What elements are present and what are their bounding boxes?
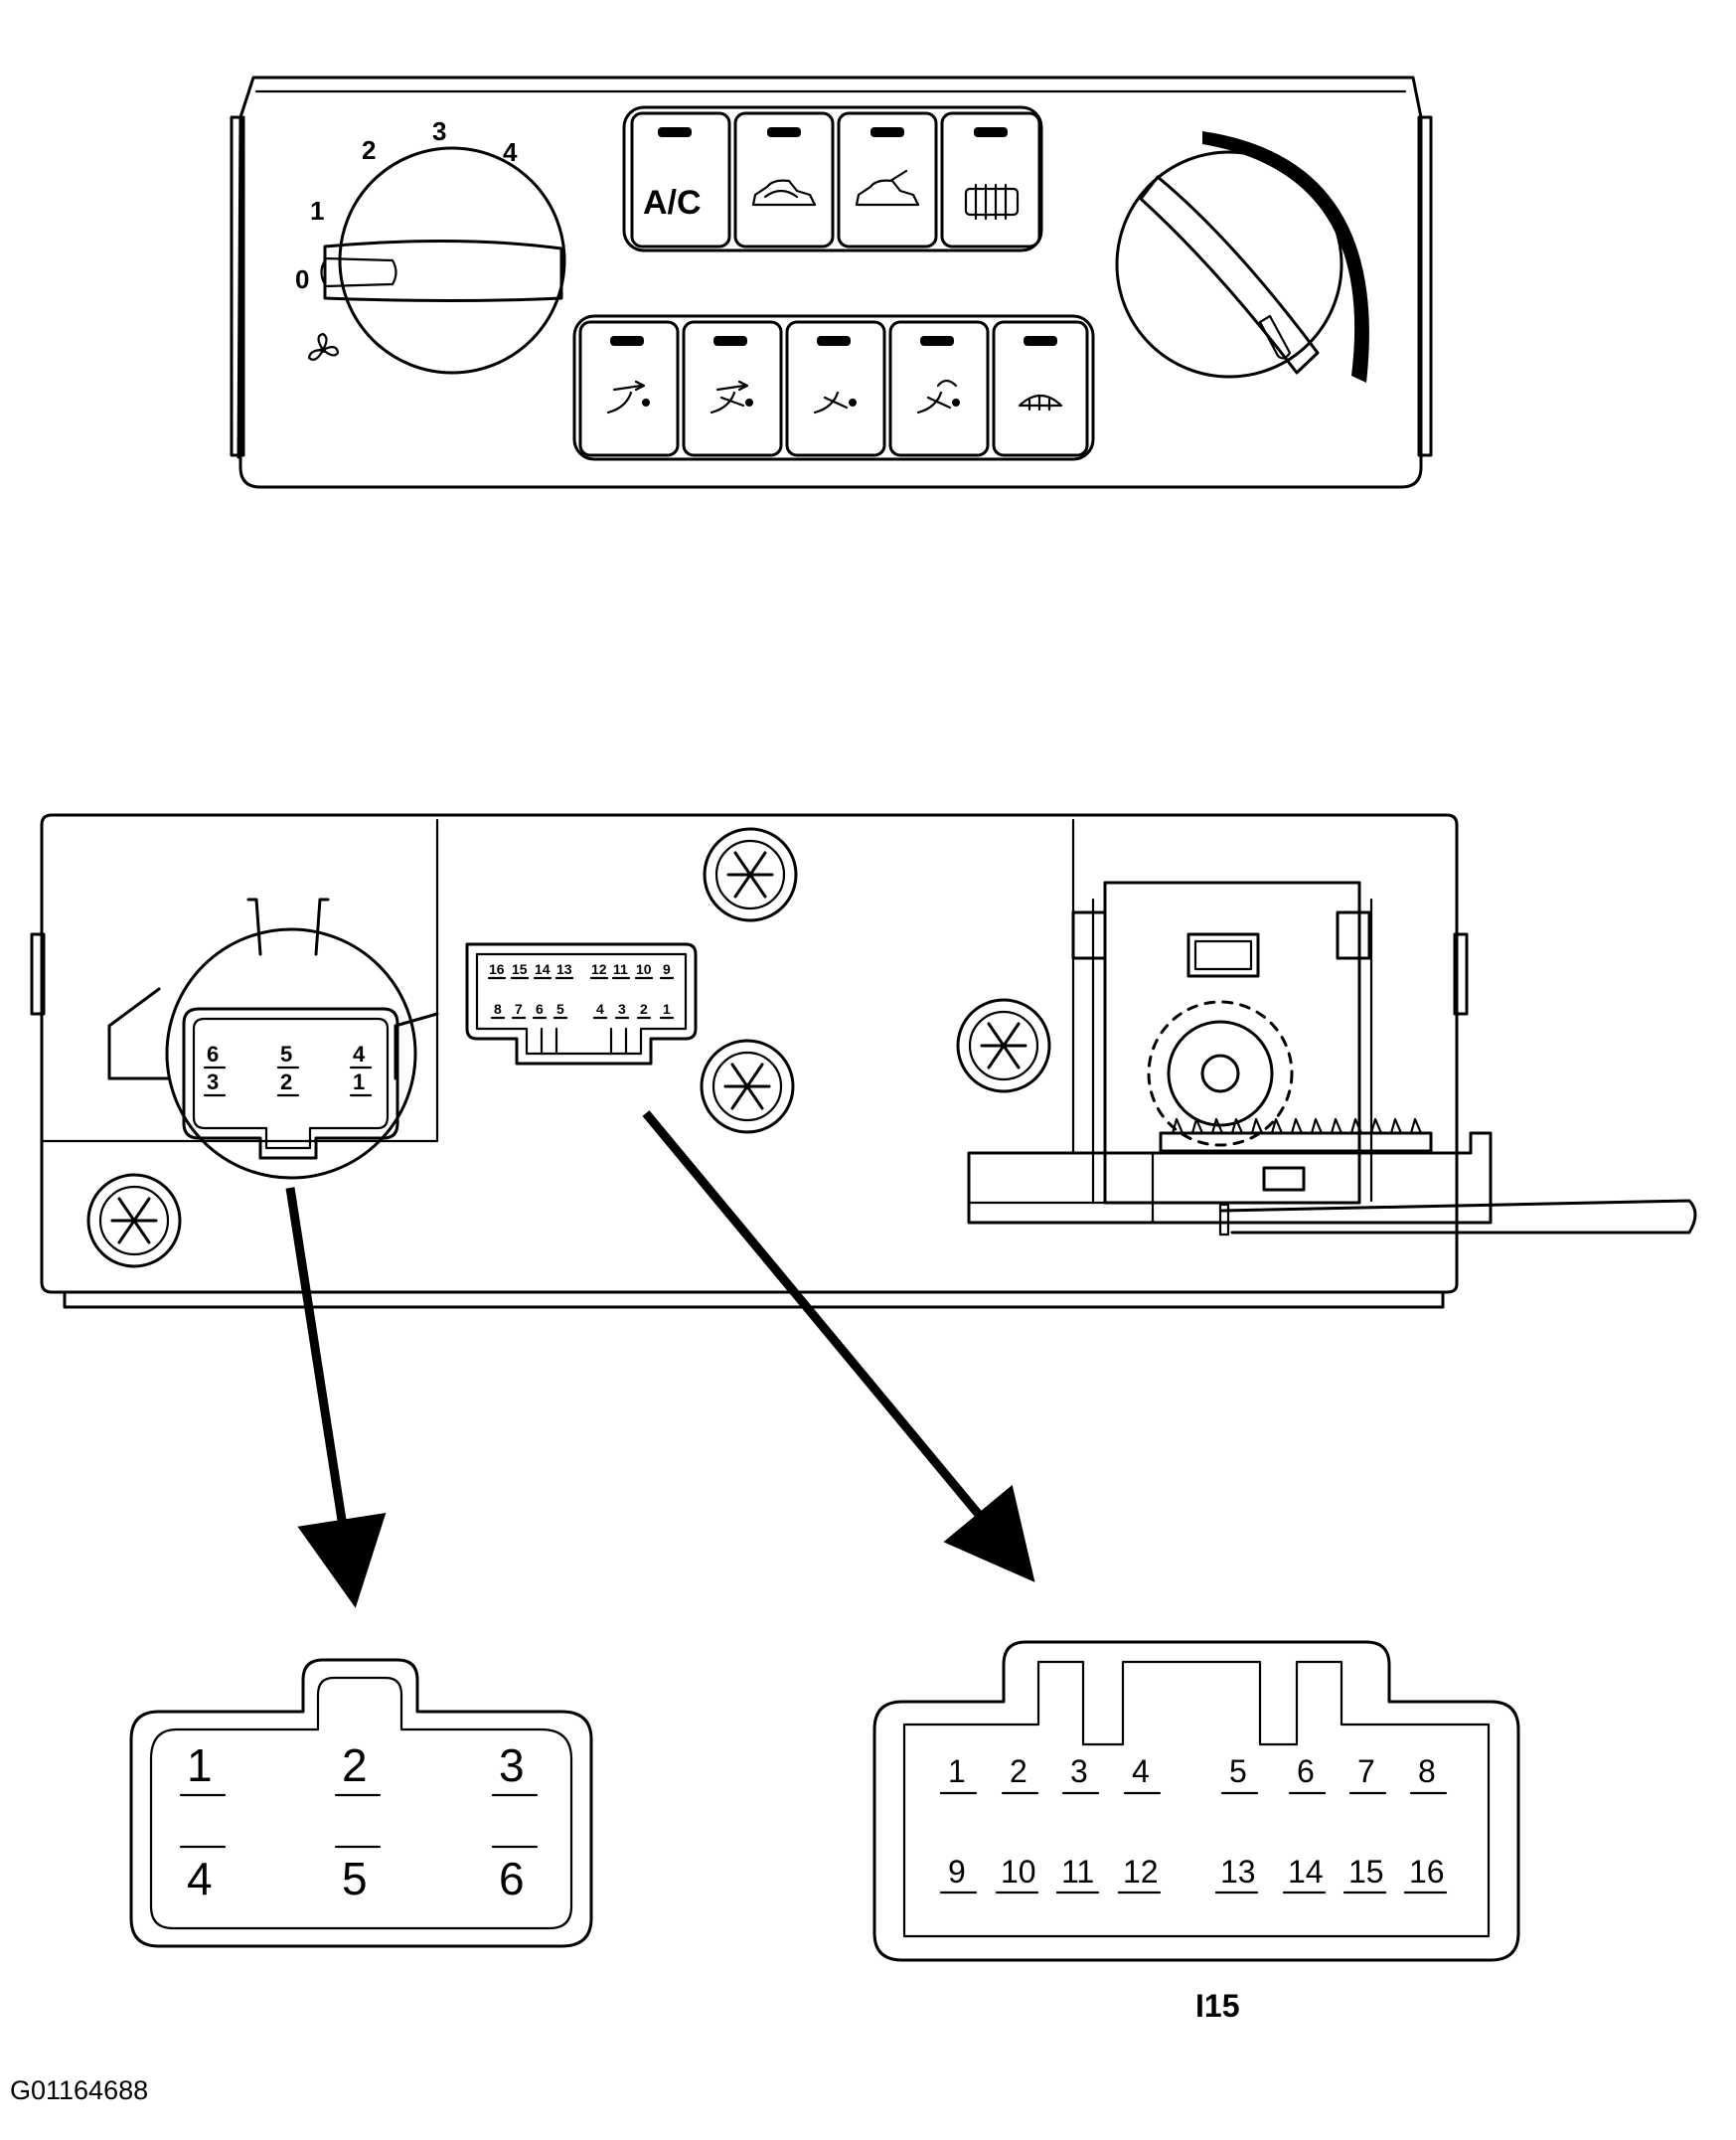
pin-label: 6: [499, 1853, 525, 1904]
pin-label: 6: [536, 1001, 544, 1017]
pin-label: 1: [187, 1739, 213, 1791]
pin-label: 1: [663, 1001, 671, 1017]
rear-defrost-icon: [964, 187, 1020, 217]
vent-bilevel-icon: [710, 380, 749, 414]
pin-label: 5: [1229, 1753, 1247, 1789]
fan-speed-knob[interactable]: [320, 146, 566, 375]
front-control-panel: 0 1 2 3 4 A/C: [230, 76, 1433, 489]
ac-button-label: A/C: [643, 184, 702, 222]
pin-label: 3: [618, 1001, 626, 1017]
actuator-mechanism: [967, 881, 1697, 1236]
pin-label: 15: [1348, 1854, 1384, 1890]
connector-id: I15: [1195, 1988, 1240, 2024]
pin-label: 2: [342, 1739, 368, 1791]
fresh-air-icon: [855, 169, 920, 207]
fan-icon: [307, 332, 340, 361]
pin-label: 1: [353, 1070, 365, 1094]
pin-label: 13: [1220, 1854, 1256, 1890]
pin-label: 11: [613, 961, 628, 977]
front-defrost-icon: [1018, 394, 1063, 412]
pin-label: 12: [591, 961, 607, 977]
pin-label: 2: [640, 1001, 648, 1017]
pin-label: 6: [1297, 1753, 1315, 1789]
vent-floor-icon: [813, 391, 849, 414]
pin-label: 2: [280, 1070, 292, 1094]
rear-defrost-button[interactable]: [940, 111, 1041, 248]
fan-speed-label: 4: [503, 137, 518, 167]
arrow-to-16pin: [642, 1110, 1035, 1582]
ac-button[interactable]: A/C: [630, 111, 731, 248]
pin-label: 10: [636, 961, 652, 977]
pin-label: 15: [512, 961, 528, 977]
mode-button-floor[interactable]: [785, 320, 886, 457]
rear-control-panel: 6 5 4 3 2 1 16 15 14 13 12 11 10 9 8 7: [30, 813, 1697, 1309]
pin-label: 9: [663, 961, 671, 977]
pin-label: 4: [353, 1042, 366, 1067]
pin-label: 16: [489, 961, 505, 977]
fan-speed-label: 2: [362, 135, 376, 165]
pin-label: 14: [1288, 1854, 1324, 1890]
pin-label: 7: [1357, 1753, 1375, 1789]
pin-label: 9: [948, 1854, 966, 1890]
arrow-to-6pin: [285, 1187, 387, 1608]
pin-label: 12: [1123, 1854, 1159, 1890]
recirculation-icon: [751, 179, 817, 207]
pin-label: 3: [207, 1070, 219, 1094]
pin-label: 16: [1409, 1854, 1445, 1890]
connector-6pin: 1 2 3 4 5 6: [129, 1658, 593, 1948]
pin-label: 7: [515, 1001, 523, 1017]
pin-label: 4: [187, 1853, 213, 1904]
recirculation-button[interactable]: [733, 111, 835, 248]
figure-code: G01164688: [10, 2075, 149, 2105]
pin-label: 13: [556, 961, 572, 977]
pin-label: 5: [280, 1042, 292, 1067]
vent-floor-defrost-icon: [916, 379, 958, 414]
mode-button-face[interactable]: [578, 320, 680, 457]
temperature-knob[interactable]: [1115, 131, 1369, 383]
pin-label: 6: [207, 1042, 219, 1067]
vent-face-icon: [606, 380, 646, 414]
fan-speed-label: 0: [295, 264, 309, 294]
mode-button-floor-defrost[interactable]: [888, 320, 990, 457]
fan-speed-label: 1: [310, 196, 324, 226]
pin-label: 10: [1001, 1854, 1036, 1890]
fan-speed-label: 3: [432, 116, 446, 146]
gear-icon: [1147, 1000, 1294, 1147]
mode-button-bilevel[interactable]: [682, 320, 783, 457]
pin-label: 2: [1010, 1753, 1027, 1789]
small-connector-face-top-row: 6 5 4: [207, 1042, 366, 1067]
pin-label: 11: [1061, 1854, 1094, 1890]
pin-label: 8: [1418, 1753, 1436, 1789]
pin-label: 8: [494, 1001, 502, 1017]
large-connector-face-top-row: 16 15 14 13 12 11 10 9: [489, 961, 671, 977]
pin-label: 4: [1132, 1753, 1150, 1789]
pin-label: 5: [556, 1001, 564, 1017]
pin-label: 4: [596, 1001, 604, 1017]
screw-icon: [700, 1039, 795, 1134]
front-defrost-button[interactable]: [992, 320, 1089, 457]
screw-icon: [86, 1173, 182, 1268]
pin-label: 1: [948, 1753, 966, 1789]
pin-label: 5: [342, 1853, 368, 1904]
screw-icon: [703, 827, 798, 922]
small-connector-face-bottom-row: 3 2 1: [207, 1070, 365, 1094]
connector-16pin: 1 2 3 4 5 6 7 8 9 10 11 12 13 14 15 16: [872, 1640, 1520, 1962]
screw-icon: [956, 998, 1051, 1093]
fresh-air-button[interactable]: [837, 111, 938, 248]
pin-label: 3: [1070, 1753, 1088, 1789]
large-connector-face-bottom-row: 8 7 6 5 4 3 2 1: [494, 1001, 671, 1017]
pin-label: 3: [499, 1739, 525, 1791]
pin-label: 14: [535, 961, 551, 977]
